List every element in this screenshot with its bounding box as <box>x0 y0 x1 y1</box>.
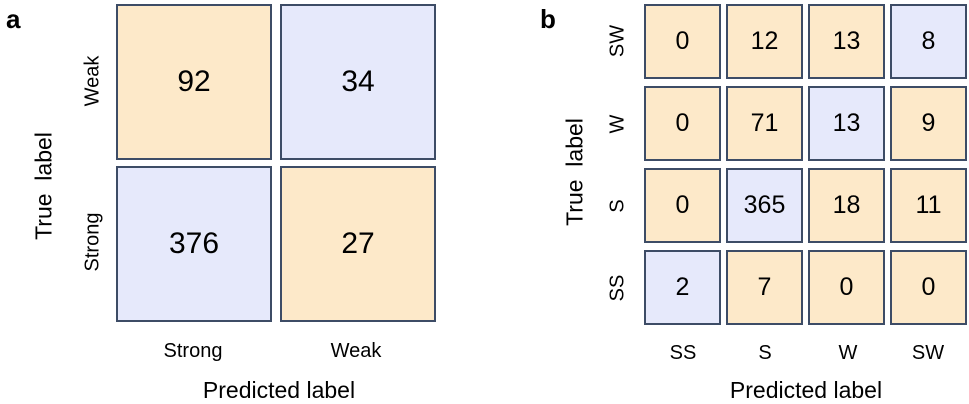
matrix-cell-a-r1-c1: 27 <box>280 166 436 322</box>
cell-value-b-r1-c0: 0 <box>675 109 690 137</box>
matrix-cell-b-r1-c0: 0 <box>644 86 721 161</box>
y-tick-b-0: SW <box>606 24 629 58</box>
x-tick-b-1: S <box>758 342 772 364</box>
y-tick-b-3: SS <box>606 274 629 302</box>
confusion-matrix-b: b True label SW W S SS SS S W SW Predict… <box>480 0 969 403</box>
matrix-cell-b-r0-c1: 12 <box>726 4 803 79</box>
x-tick-b-3: SW <box>911 342 945 364</box>
cell-value-b-r3-c2: 0 <box>839 273 854 301</box>
cell-value-b-r3-c3: 0 <box>921 273 936 301</box>
confusion-matrix-a: a True label Weak Strong Strong Weak Pre… <box>0 0 480 403</box>
x-tick-a-0: Strong <box>163 340 223 362</box>
cell-value-b-r1-c2: 13 <box>832 109 861 137</box>
y-axis-label-a: True label <box>30 132 57 240</box>
cell-value-a-r0-c0: 92 <box>177 65 211 98</box>
cell-value-b-r3-c0: 2 <box>675 273 690 301</box>
x-tick-b-2: W <box>838 342 858 364</box>
cell-value-b-r2-c0: 0 <box>675 191 690 219</box>
cell-value-b-r1-c1: 71 <box>750 109 779 137</box>
cell-value-b-r2-c2: 18 <box>832 191 861 219</box>
matrix-cell-b-r2-c0: 0 <box>644 168 721 243</box>
matrix-cell-b-r0-c0: 0 <box>644 4 721 79</box>
matrix-cell-b-r2-c1: 365 <box>726 168 803 243</box>
y-tick-a-1: Strong <box>81 212 104 272</box>
x-axis-label-b: Predicted label <box>729 377 883 403</box>
panel-label-a: a <box>6 4 21 34</box>
matrix-cell-a-r1-c0: 376 <box>116 166 272 322</box>
panel-label-b: b <box>540 4 556 34</box>
y-tick-b-1: W <box>606 114 629 134</box>
matrix-cell-b-r1-c3: 9 <box>890 86 967 161</box>
cell-value-a-r1-c1: 27 <box>341 227 375 260</box>
cell-value-b-r0-c1: 12 <box>750 27 779 55</box>
matrix-cell-b-r1-c1: 71 <box>726 86 803 161</box>
x-tick-a-1: Weak <box>330 340 382 362</box>
matrix-cell-b-r3-c2: 0 <box>808 250 885 325</box>
cell-value-b-r0-c2: 13 <box>832 27 861 55</box>
matrix-cell-b-r0-c2: 13 <box>808 4 885 79</box>
matrix-cell-b-r0-c3: 8 <box>890 4 967 79</box>
x-tick-b-0: SS <box>669 342 697 364</box>
cell-value-b-r2-c1: 365 <box>743 191 786 219</box>
matrix-cell-b-r3-c3: 0 <box>890 250 967 325</box>
matrix-cell-b-r3-c0: 2 <box>644 250 721 325</box>
y-axis-label-b: True label <box>561 118 588 226</box>
matrix-cell-a-r0-c0: 92 <box>116 4 272 160</box>
cell-value-b-r0-c0: 0 <box>675 27 690 55</box>
matrix-cell-b-r3-c1: 7 <box>726 250 803 325</box>
matrix-cell-b-r2-c2: 18 <box>808 168 885 243</box>
cell-value-b-r1-c3: 9 <box>921 109 936 137</box>
cell-value-b-r2-c3: 11 <box>915 191 942 219</box>
cell-value-a-r1-c0: 376 <box>168 227 220 260</box>
cell-value-a-r0-c1: 34 <box>341 65 375 98</box>
cell-value-b-r3-c1: 7 <box>757 273 772 301</box>
matrix-cell-a-r0-c1: 34 <box>280 4 436 160</box>
y-tick-b-2: S <box>606 199 629 213</box>
matrix-cell-b-r2-c3: 11 <box>890 168 967 243</box>
x-axis-label-a: Predicted label <box>202 377 356 403</box>
y-tick-a-0: Weak <box>81 55 104 107</box>
matrix-cell-b-r1-c2: 13 <box>808 86 885 161</box>
cell-value-b-r0-c3: 8 <box>921 27 936 55</box>
